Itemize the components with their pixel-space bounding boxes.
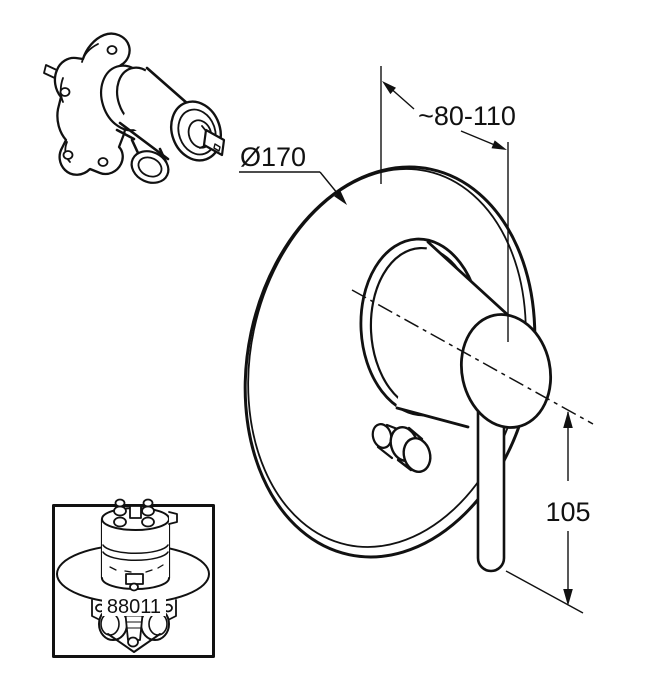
depth-range-label: ~80-110 <box>418 101 516 131</box>
valve-body-inset <box>43 32 226 184</box>
center-axis-line <box>351 289 594 425</box>
diverter-knob <box>371 423 432 473</box>
part-number-label: 88011 <box>107 596 161 618</box>
spare-part-box: 88011 <box>52 498 215 658</box>
mixer-front-view <box>243 165 594 573</box>
lever-length-label: 105 <box>545 497 590 527</box>
valve-cartridge <box>100 498 178 592</box>
dimension-installation-depth: ~80-110 <box>380 66 516 342</box>
dimension-lever-length: 105 <box>505 411 591 614</box>
dimension-plate-diameter: Ø170 <box>239 142 347 205</box>
lever-handle <box>476 400 506 573</box>
sleeve-front-face <box>459 313 553 429</box>
plate-diameter-label: Ø170 <box>240 142 306 172</box>
